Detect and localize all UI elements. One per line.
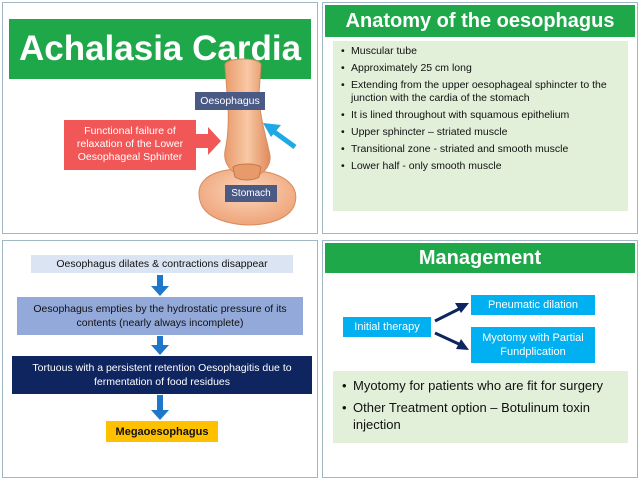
achalasia-panel: Achalasia Cardia Oesophagus Stomach <box>2 2 318 234</box>
management-panel: Management Initial therapy Pneumatic dil… <box>322 240 638 478</box>
myotomy-box: Myotomy with Partial Fundplication <box>471 327 595 363</box>
management-bullet: Myotomy for patients who are fit for sur… <box>341 377 620 394</box>
oesophagus-shape <box>224 58 271 176</box>
initial-therapy-box: Initial therapy <box>343 317 431 337</box>
flow-step-4: Megaoesophagus <box>106 421 218 442</box>
arrow-up-right-icon <box>434 303 469 323</box>
down-arrow-icon <box>151 275 169 296</box>
anatomy-bullet: Muscular tube <box>339 45 622 58</box>
achalasia-title: Achalasia Cardia <box>9 19 311 79</box>
anatomy-panel: Anatomy of the oesophagus Muscular tube … <box>322 2 638 234</box>
oesophagus-label: Oesophagus <box>195 92 265 110</box>
progression-panel: Oesophagus dilates & contractions disapp… <box>2 240 318 478</box>
down-arrow-icon <box>151 336 169 355</box>
flow-step-2: Oesophagus empties by the hydrostatic pr… <box>17 297 303 335</box>
management-bullet: Other Treatment option – Botulinum toxin… <box>341 399 620 433</box>
anatomy-bullet: Transitional zone - striated and smooth … <box>339 143 622 156</box>
pneumatic-dilation-box: Pneumatic dilation <box>471 295 595 315</box>
anatomy-bullet: Extending from the upper oesophageal sph… <box>339 79 622 105</box>
arrow-down-right-icon <box>434 331 469 350</box>
failure-label: Functional failure of relaxation of the … <box>64 120 196 170</box>
red-arrow-icon <box>196 127 221 155</box>
down-arrow-icon <box>151 395 169 420</box>
flow-step-3: Tortuous with a persistent retention Oes… <box>12 356 312 394</box>
anatomy-title: Anatomy of the oesophagus <box>325 5 635 37</box>
flow-step-1: Oesophagus dilates & contractions disapp… <box>31 255 293 273</box>
stomach-label: Stomach <box>225 185 277 202</box>
anatomy-bullet: It is lined throughout with squamous epi… <box>339 109 622 122</box>
anatomy-bullet-list: Muscular tube Approximately 25 cm long E… <box>339 45 622 173</box>
sphincter-shape <box>232 163 262 181</box>
flow-arrows <box>151 275 169 420</box>
anatomy-bullet-box: Muscular tube Approximately 25 cm long E… <box>333 41 628 211</box>
anatomy-bullet: Upper sphincter – striated muscle <box>339 126 622 139</box>
cyan-arrow-icon <box>263 123 297 150</box>
management-title: Management <box>325 243 635 273</box>
anatomy-bullet: Lower half - only smooth muscle <box>339 160 622 173</box>
management-bullet-list: Myotomy for patients who are fit for sur… <box>341 377 620 433</box>
anatomy-bullet: Approximately 25 cm long <box>339 62 622 75</box>
management-arrows <box>434 303 469 350</box>
management-bullet-box: Myotomy for patients who are fit for sur… <box>333 371 628 443</box>
